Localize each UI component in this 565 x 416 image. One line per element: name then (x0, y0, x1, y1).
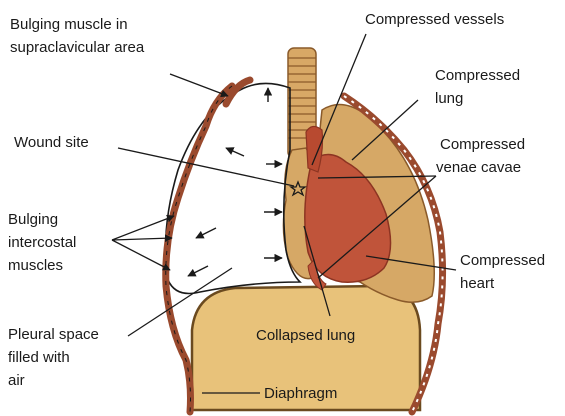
label-wound-site: Wound site (14, 133, 89, 152)
label-pleural-3: air (8, 371, 25, 390)
label-pleural-1: Pleural space (8, 325, 99, 344)
venae-cavae (306, 126, 323, 172)
label-compressed-heart-2: heart (460, 274, 494, 293)
pleural-space-outline (166, 83, 300, 293)
label-compressed-heart-1: Compressed (460, 251, 545, 270)
label-bulging-intercostal-3: muscles (8, 256, 63, 275)
label-compressed-venae-1: Compressed (440, 135, 525, 154)
label-compressed-lung-2: lung (435, 89, 463, 108)
label-bulging-intercostal-1: Bulging (8, 210, 58, 229)
label-compressed-venae-2: venae cavae (436, 158, 521, 177)
label-compressed-lung-1: Compressed (435, 66, 520, 85)
label-bulging-muscle-2: supraclavicular area (10, 38, 144, 57)
label-diaphragm: Diaphragm (264, 384, 337, 403)
label-bulging-muscle-1: Bulging muscle in (10, 15, 128, 34)
label-bulging-intercostal-2: intercostal (8, 233, 76, 252)
label-pleural-2: filled with (8, 348, 70, 367)
pressure-arrows (188, 88, 282, 276)
label-collapsed-lung: Collapsed lung (256, 326, 355, 345)
label-compressed-vessels: Compressed vessels (365, 10, 504, 29)
